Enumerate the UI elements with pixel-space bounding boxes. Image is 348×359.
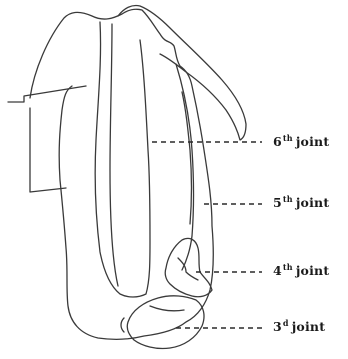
label-6th-suffix: th: [283, 133, 293, 143]
label-6th-num: 6: [273, 134, 282, 149]
label-4th-word: joint: [296, 263, 329, 278]
label-4th-suffix: th: [283, 262, 293, 272]
sixth-joint-outline: [30, 9, 213, 339]
label-5th-suffix: th: [283, 194, 293, 204]
basal-stub-outline: [8, 86, 86, 192]
label-3d-num: 3: [273, 319, 282, 334]
label-3d-suffix: d: [283, 318, 289, 328]
inner-ridge: [110, 24, 118, 286]
label-5th-word: joint: [296, 195, 329, 210]
dactyl-claw-outline: [118, 5, 246, 140]
finger-serration: [182, 92, 192, 224]
label-4th-num: 4: [273, 263, 282, 278]
fourth-joint-detail: [178, 258, 198, 280]
label-6th-word: joint: [296, 134, 329, 149]
label-5th-num: 5: [273, 195, 282, 210]
third-joint-outline: [127, 296, 204, 349]
fifth-joint-outline: [95, 22, 150, 297]
label-3d-word: joint: [292, 319, 325, 334]
fourth-joint-outline: [165, 238, 212, 296]
